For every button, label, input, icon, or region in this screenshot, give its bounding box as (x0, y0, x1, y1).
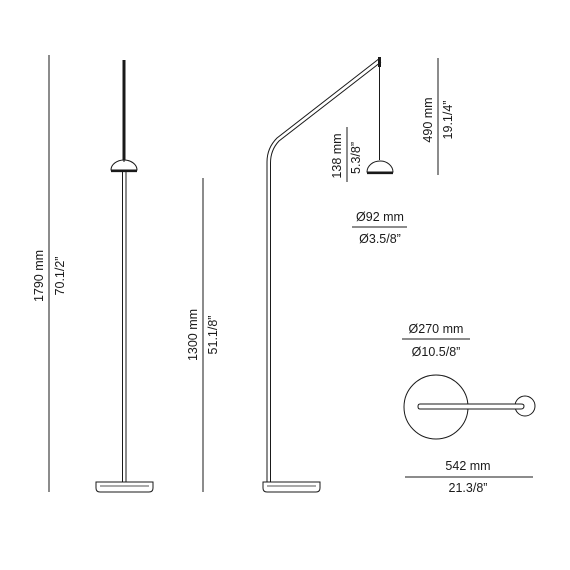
shade-drop-side-mm: 138 mm (330, 133, 344, 178)
lamp-side-view (262, 57, 394, 493)
shade-drop-top-mm: 490 mm (421, 97, 435, 142)
base-diameter-in: Ø10.5/8” (412, 345, 461, 359)
reach-mm: 542 mm (445, 459, 490, 473)
side-shade (366, 160, 394, 173)
shade-diameter-in: Ø3.5/8” (359, 232, 401, 246)
reach-in: 21.3/8” (449, 481, 488, 495)
base (95, 481, 154, 493)
reach-dimension: 542 mm 21.3/8” (405, 459, 533, 495)
shade-drop-top-in: 19.1/4” (441, 101, 455, 140)
total-height-in: 70.1/2” (53, 257, 67, 296)
arm-tip (378, 57, 381, 67)
cable (122, 60, 126, 160)
arm-height-mm: 1300 mm (186, 309, 200, 361)
shade-diameter-dimension: Ø92 mm Ø3.5/8” (352, 210, 407, 246)
shade-drop-side-dimension: 138 mm 5.3/8” (330, 127, 363, 182)
total-height-mm: 1790 mm (32, 250, 46, 302)
base-diameter-dimension: Ø270 mm Ø10.5/8” (402, 322, 470, 359)
arm-height-in: 51.1/8” (206, 316, 220, 355)
shade-diameter-mm: Ø92 mm (356, 210, 404, 224)
arm-inner-edge (270, 61, 382, 482)
shade (110, 159, 138, 171)
total-height-dimension: 1790 mm 70.1/2” (32, 55, 67, 492)
top-view-arm (417, 403, 525, 410)
arm-outer-edge (266, 57, 381, 482)
arm-height-dimension: 1300 mm 51.1/8” (186, 178, 220, 492)
shade-drop-top-dimension: 490 mm 19.1/4” (421, 58, 455, 175)
shade-drop-side-in: 5.3/8” (349, 142, 363, 174)
lamp-front-view (95, 60, 154, 493)
base-diameter-mm: Ø270 mm (409, 322, 464, 336)
side-base (262, 481, 321, 493)
lamp-top-view (403, 374, 536, 440)
